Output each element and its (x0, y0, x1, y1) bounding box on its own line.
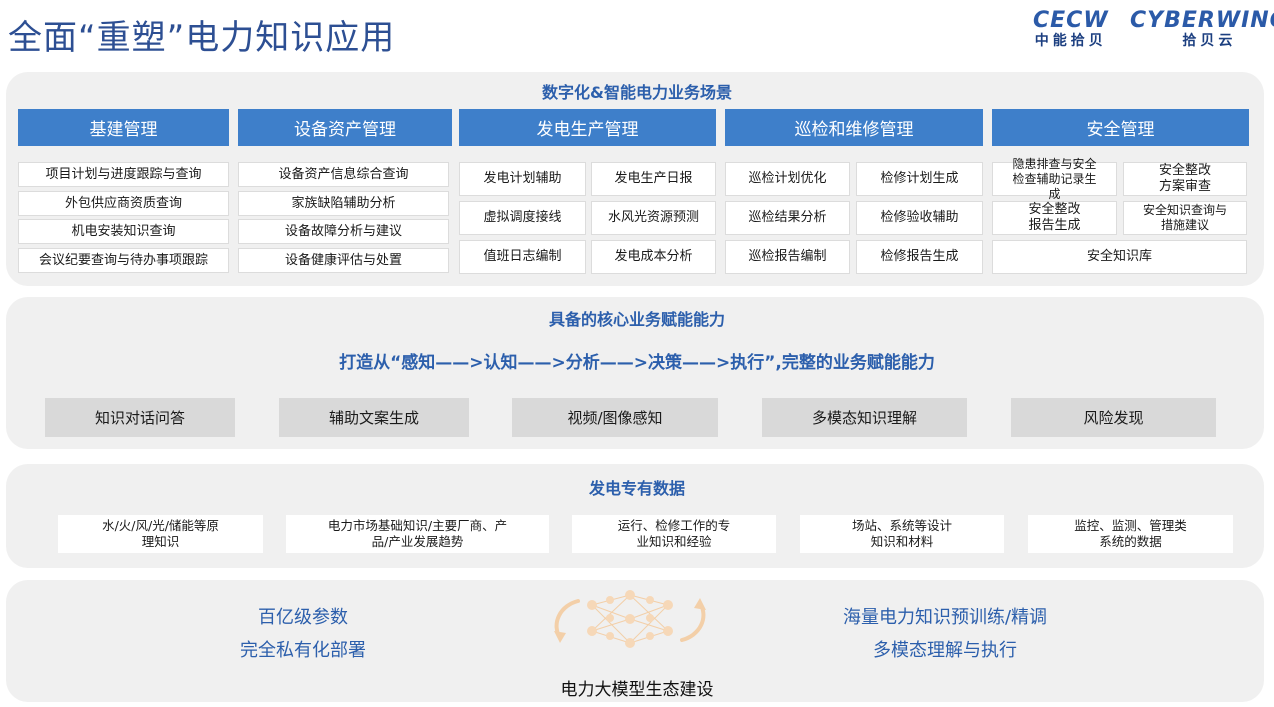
capabilities-slogan: 打造从“感知——>认知——>分析——>决策——>执行”,完整的业务赋能能力 (339, 353, 935, 373)
header-generation: 发电生产管理 (459, 109, 716, 146)
scenario-item: 巡检计划优化 (725, 162, 850, 196)
capabilities-title: 具备的核心业务赋能能力 (548, 310, 725, 329)
capability-item: 辅助文案生成 (279, 398, 469, 437)
data-title: 发电专有数据 (588, 479, 685, 498)
data-item: 监控、监测、管理类系统的数据 (1028, 515, 1233, 553)
neural-network-icon (554, 590, 706, 648)
scenario-item: 安全知识库 (992, 240, 1247, 274)
scenario-item: 值班日志编制 (459, 240, 586, 274)
header-asset: 设备资产管理 (238, 109, 452, 146)
scenario-item: 虚拟调度接线 (459, 201, 586, 235)
header-safety: 安全管理 (992, 109, 1249, 146)
cecw-logo-mark: CECW (1033, 8, 1109, 33)
cecw-logo-subtitle: 中能拾贝 (1034, 33, 1107, 49)
scenario-item: 水风光资源预测 (591, 201, 716, 235)
cyberwing-logo-subtitle: 拾贝云 (1182, 33, 1237, 49)
feature-pretraining: 海量电力知识预训练/精调 (842, 607, 1048, 628)
header-construction: 基建管理 (18, 109, 229, 146)
capability-item: 知识对话问答 (45, 398, 235, 437)
scenario-item: 安全知识查询与措施建议 (1123, 201, 1247, 235)
scenario-item: 外包供应商资质查询 (18, 191, 229, 216)
scenario-item: 项目计划与进度跟踪与查询 (18, 162, 229, 187)
scenario-item: 发电生产日报 (591, 162, 716, 196)
scenario-item: 检修计划生成 (856, 162, 983, 196)
cyberwing-logo-mark: CYBERWING (1130, 8, 1274, 33)
cecw-logo: CECW 中能拾贝 (1033, 10, 1109, 50)
scenario-item: 巡检结果分析 (725, 201, 850, 235)
capability-item: 视频/图像感知 (512, 398, 718, 437)
scenario-item: 巡检报告编制 (725, 240, 850, 274)
capability-item: 风险发现 (1011, 398, 1216, 437)
scenario-item: 会议纪要查询与待办事项跟踪 (18, 248, 229, 273)
scenario-item: 设备资产信息综合查询 (238, 162, 449, 187)
scenario-item: 检修报告生成 (856, 240, 983, 274)
header-inspection: 巡检和维修管理 (725, 109, 983, 146)
data-item: 电力市场基础知识/主要厂商、产品/产业发展趋势 (286, 515, 549, 553)
scenario-item: 检修验收辅助 (856, 201, 983, 235)
scenario-item: 隐患排查与安全检查辅助记录生成 (992, 157, 1117, 201)
ecosystem-caption: 电力大模型生态建设 (560, 680, 714, 700)
cyberwing-logo: CYBERWING 拾贝云 (1130, 10, 1274, 50)
scenario-item: 安全整改报告生成 (992, 201, 1117, 235)
feature-multimodal: 多模态理解与执行 (873, 640, 1017, 661)
feature-private-deployment: 完全私有化部署 (240, 640, 366, 661)
data-item: 场站、系统等设计知识和材料 (800, 515, 1004, 553)
scenario-item: 安全整改方案审查 (1123, 162, 1247, 196)
scenario-item: 发电成本分析 (591, 240, 716, 274)
scenario-item: 设备健康评估与处置 (238, 248, 449, 273)
page-title: 全面“重塑”电力知识应用 (8, 18, 396, 58)
feature-parameters: 百亿级参数 (258, 607, 348, 628)
data-item: 运行、检修工作的专业知识和经验 (572, 515, 776, 553)
scenario-item: 设备故障分析与建议 (238, 219, 449, 244)
data-item: 水/火/风/光/储能等原理知识 (58, 515, 263, 553)
scenario-item: 家族缺陷辅助分析 (238, 191, 449, 216)
scenarios-title: 数字化&智能电力业务场景 (542, 83, 732, 102)
scenario-item: 发电计划辅助 (459, 162, 586, 196)
scenario-item: 机电安装知识查询 (18, 219, 229, 244)
capability-item: 多模态知识理解 (762, 398, 967, 437)
